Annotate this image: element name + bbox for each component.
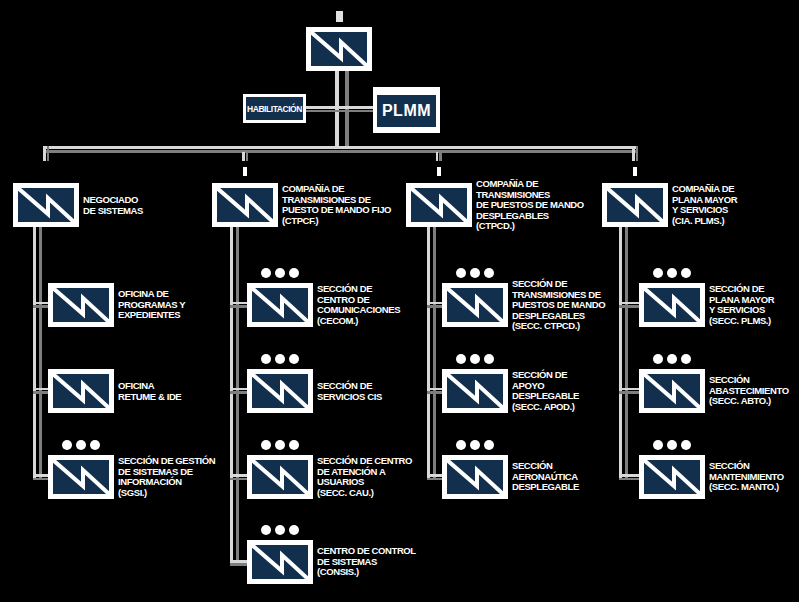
connector-staff (305, 106, 373, 112)
signal-flash-icon (311, 32, 367, 66)
org-node-cia-plana-mayor-servicios: COMPAÑÍA DE PLANA MAYOR Y SERVICIOS (CIA… (602, 183, 668, 227)
habilitacion-label: HABILITACIÓN (247, 103, 302, 114)
connector-col4-trunk (619, 227, 628, 480)
connector-stub (230, 560, 247, 566)
unit-label: OFICINA DE PROGRAMAS Y EXPEDIENTES (118, 289, 268, 321)
signal-flash-icon (217, 188, 273, 222)
unit-label: SECCIÓN ABASTECIMIENTO (SECC. ABTO.) (709, 375, 799, 407)
signal-flash-icon (252, 460, 308, 494)
signal-flash-icon (644, 374, 700, 408)
signal-flash-icon (411, 188, 467, 222)
plmm-box: PLMM (373, 87, 440, 133)
org-node-seccion-servicios-cis: SECCIÓN DE SERVICIOS CIS (247, 369, 313, 413)
signal-unit-symbol (247, 455, 313, 499)
connector-stub (33, 388, 48, 394)
connector-bus (43, 146, 638, 153)
section-echelon-dots (456, 268, 494, 278)
signal-flash-icon (252, 288, 308, 322)
org-node-cia-transmisiones-pc-desplegables: COMPAÑÍA DE TRANSMISIONES DE PUESTOS DE … (406, 183, 472, 227)
habilitacion-box: HABILITACIÓN (243, 94, 306, 123)
section-echelon-dots (261, 440, 299, 450)
signal-flash-icon (607, 188, 663, 222)
section-echelon-dots (62, 440, 100, 450)
connector-drop-col1 (43, 146, 49, 161)
signal-unit-symbol (442, 369, 508, 413)
signal-unit-symbol (247, 283, 313, 327)
org-node-seccion-gestion-sistemas-informacion: SECCIÓN DE GESTIÓN DE SISTEMAS DE INFORM… (48, 455, 114, 499)
plmm-label: PLMM (382, 102, 431, 120)
org-node-seccion-apoyo-desplegable: SECCIÓN DE APOYO DESPLEGABLE (SECC. APOD… (442, 369, 508, 413)
signal-unit-symbol (602, 183, 668, 227)
org-node-cia-transmisiones-pc-fijo: COMPAÑÍA DE TRANSMISIONES DE PUESTO DE M… (212, 183, 278, 227)
section-echelon-dots (653, 268, 691, 278)
signal-flash-icon (252, 545, 308, 579)
signal-unit-symbol (306, 27, 372, 71)
org-node-centro-control-sistemas: CENTRO DE CONTROL DE SISTEMAS (CONSIS.) (247, 540, 313, 584)
connector-drop-col2 (242, 152, 248, 161)
signal-unit-symbol (639, 369, 705, 413)
signal-unit-symbol (48, 455, 114, 499)
section-echelon-dots (261, 354, 299, 364)
org-node-seccion-mantenimiento: SECCIÓN MANTENIMIENTO (SECC. MANTO.) (639, 455, 705, 499)
org-node-oficina-retume-ide: OFICINA RETUME & IDE (48, 369, 114, 413)
parent-link-stub (336, 11, 343, 22)
org-node-seccion-abastecimiento: SECCIÓN ABASTECIMIENTO (SECC. ABTO.) (639, 369, 705, 413)
signal-flash-icon (53, 288, 109, 322)
unit-label: OFICINA RETUME & IDE (118, 381, 268, 402)
section-echelon-dots (456, 354, 494, 364)
signal-flash-icon (447, 374, 503, 408)
signal-unit-symbol (406, 183, 472, 227)
connector-drop-col3 (436, 152, 442, 161)
signal-unit-symbol (639, 455, 705, 499)
signal-unit-symbol (48, 283, 114, 327)
signal-unit-symbol (442, 283, 508, 327)
section-echelon-dots (653, 354, 691, 364)
section-echelon-dots (456, 440, 494, 450)
unit-label: SECCIÓN DE GESTIÓN DE SISTEMAS DE INFORM… (118, 456, 268, 498)
signal-flash-icon (447, 460, 503, 494)
org-node-seccion-centro-comunicaciones: SECCIÓN DE CENTRO DE COMUNICACIONES (CEC… (247, 283, 313, 327)
signal-flash-icon (53, 460, 109, 494)
signal-flash-icon (644, 288, 700, 322)
signal-unit-symbol (212, 183, 278, 227)
org-node-oficina-programas-expedientes: OFICINA DE PROGRAMAS Y EXPEDIENTES (48, 283, 114, 327)
section-echelon-dots (261, 525, 299, 535)
connector-col1-trunk (33, 227, 42, 480)
signal-unit-symbol (247, 540, 313, 584)
signal-flash-icon (644, 460, 700, 494)
unit-label: SECCIÓN MANTENIMIENTO (SECC. MANTO.) (709, 461, 799, 493)
company-echelon-mark (437, 167, 441, 176)
signal-flash-icon (53, 374, 109, 408)
org-node-seccion-plana-mayor-servicios: SECCIÓN DE PLANA MAYOR Y SERVICIOS (SECC… (639, 283, 705, 327)
signal-unit-symbol (247, 369, 313, 413)
org-node-seccion-aeronautica-desplegable: SECCIÓN AERONAÚTICA DESPLEGABLE (442, 455, 508, 499)
signal-unit-symbol (442, 455, 508, 499)
signal-flash-icon (252, 374, 308, 408)
signal-unit-symbol (13, 183, 79, 227)
unit-label: COMPAÑÍA DE PLANA MAYOR Y SERVICIOS (CIA… (672, 184, 799, 226)
signal-flash-icon (18, 188, 74, 222)
org-node-seccion-centro-atencion-usuarios: SECCIÓN DE CENTRO DE ATENCIÓN A USUARIOS… (247, 455, 313, 499)
section-echelon-dots (261, 268, 299, 278)
unit-label: CENTRO DE CONTROL DE SISTEMAS (CONSIS.) (317, 546, 467, 578)
unit-label: SECCIÓN DE PLANA MAYOR Y SERVICIOS (SECC… (709, 284, 799, 326)
org-node-negociado-sistemas: NEGOCIADO DE SISTEMAS (13, 183, 79, 227)
company-echelon-mark (633, 167, 637, 176)
signal-flash-icon (447, 288, 503, 322)
unit-label: NEGOCIADO DE SISTEMAS (83, 195, 233, 216)
org-node-root-unit (306, 27, 372, 71)
section-echelon-dots (653, 440, 691, 450)
signal-unit-symbol (639, 283, 705, 327)
org-node-seccion-transmisiones-pc-desplegables: SECCIÓN DE TRANSMISIONES DE PUESTOS DE M… (442, 283, 508, 327)
connector-drop-col4 (632, 146, 638, 161)
company-echelon-mark (243, 167, 247, 176)
signal-unit-symbol (48, 369, 114, 413)
connector-stub (33, 302, 48, 308)
connector-stub (33, 474, 48, 480)
connector-col3-trunk (427, 227, 436, 480)
